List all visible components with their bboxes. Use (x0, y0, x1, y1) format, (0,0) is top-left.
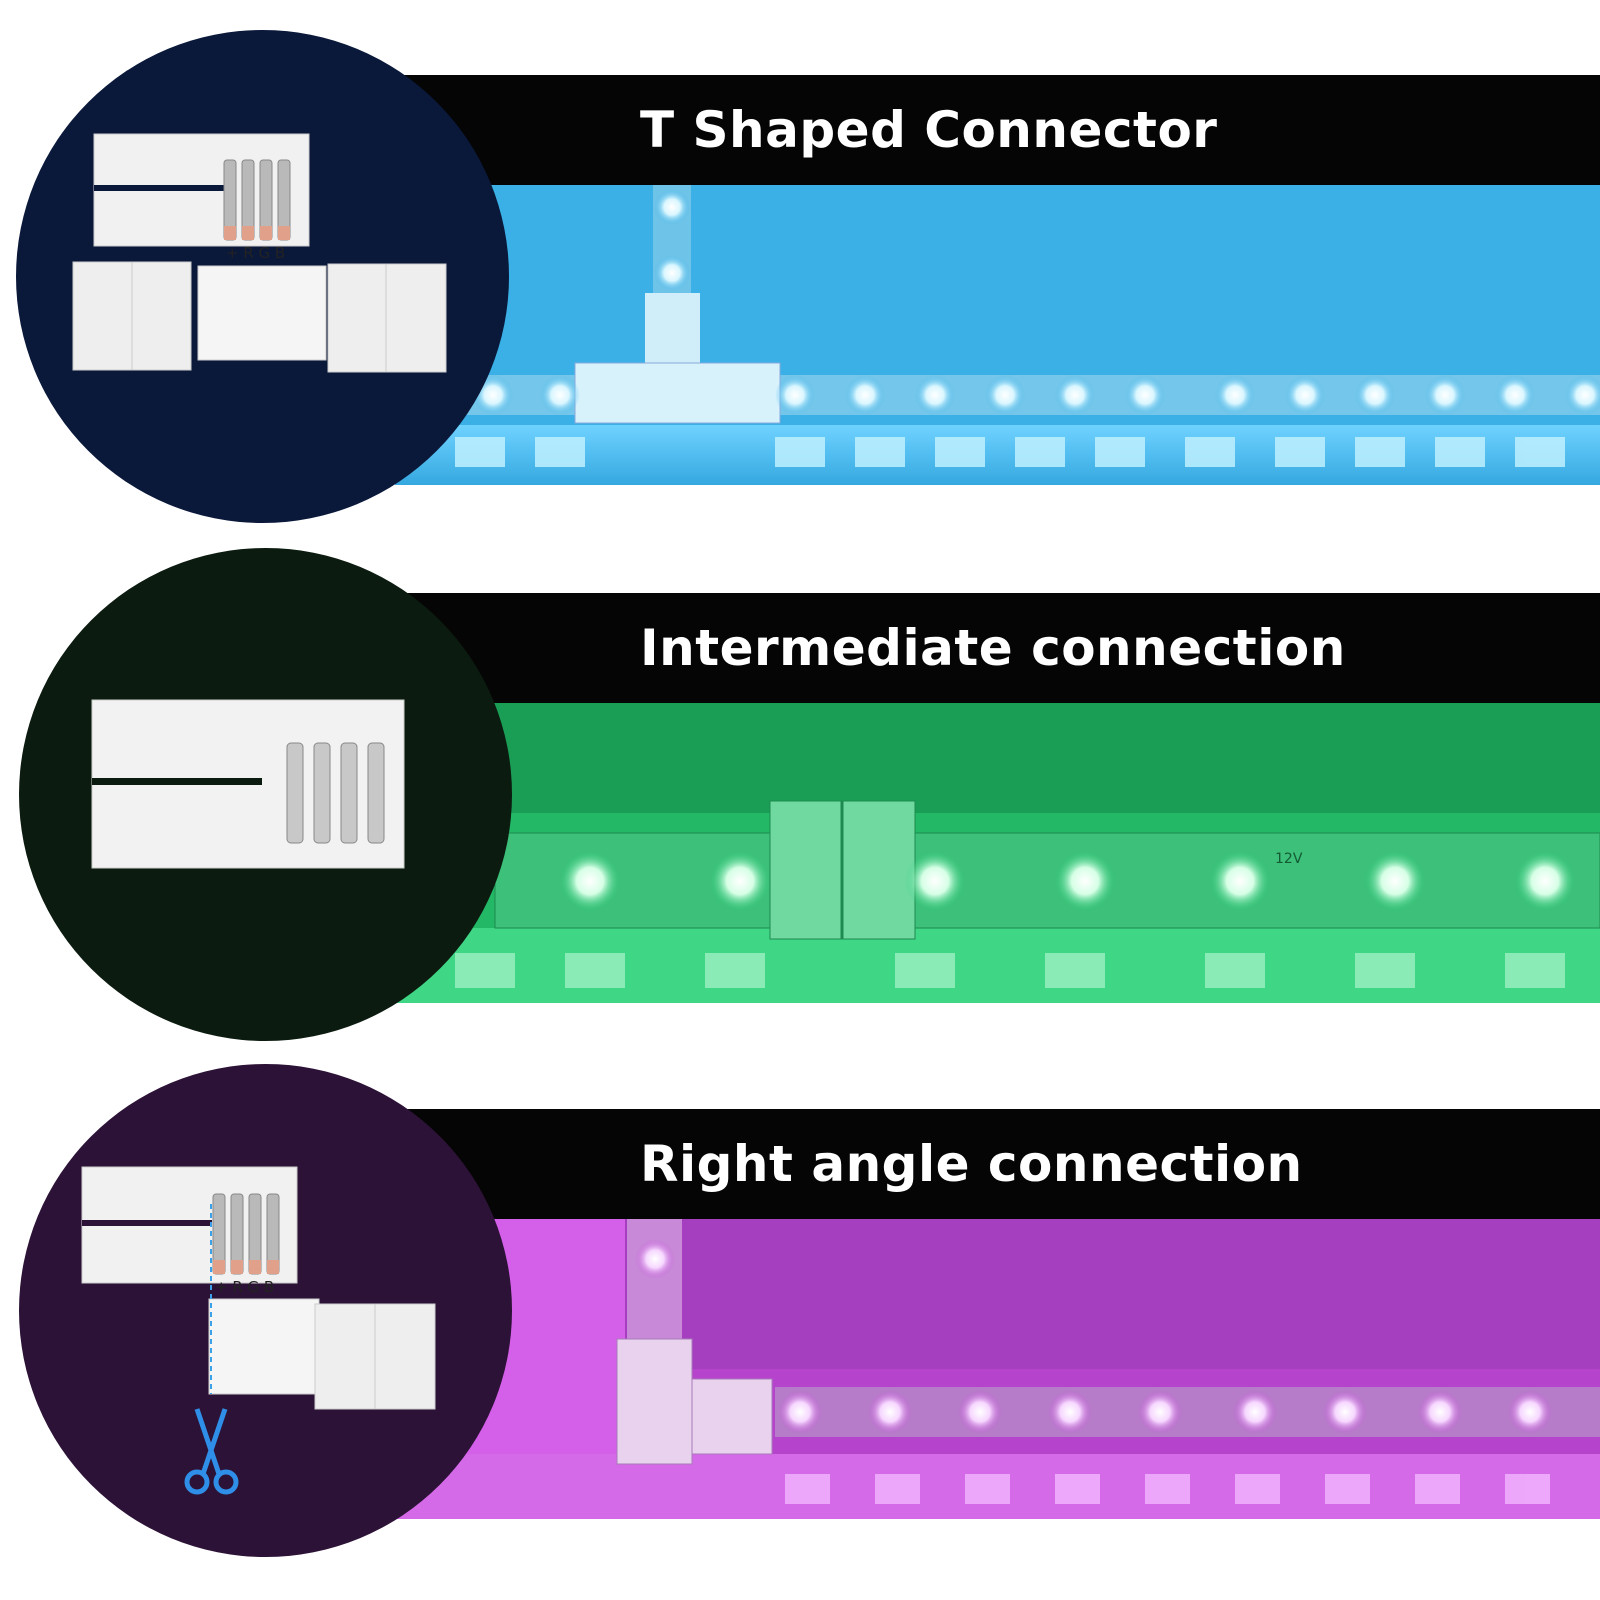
t-connector-image: + R G B (72, 133, 447, 373)
panel-intermediate: Intermediate connection (0, 518, 1600, 1041)
led-strip-photo-green: 12V (395, 703, 1600, 1003)
panel-right-angle: Right angle connection (0, 1034, 1600, 1557)
scissors-icon (184, 1408, 239, 1495)
title-bar: T Shaped Connector (395, 75, 1600, 185)
led-dots (778, 1390, 1552, 1434)
title-bar: Intermediate connection (395, 593, 1600, 703)
led-dots (560, 851, 1575, 911)
panel-t-shaped: T Shaped Connector (0, 0, 1600, 523)
pin-labels: + R G B (215, 1278, 274, 1296)
title-bar: Right angle connection (395, 1109, 1600, 1219)
blue-led-strip-image (395, 185, 1600, 485)
panel-title: Intermediate connection (640, 619, 1346, 677)
pin-labels: + R G B (226, 244, 285, 262)
connector-circle: + R G B (19, 1064, 512, 1557)
purple-led-strip-image (395, 1219, 1600, 1519)
connector-circle: + R G B (16, 30, 509, 523)
panel-title: T Shaped Connector (640, 101, 1218, 159)
led-strip-photo-purple (395, 1219, 1600, 1519)
right-angle-connector-image: + R G B (81, 1166, 436, 1495)
green-led-strip-image: 12V (395, 703, 1600, 1003)
intermediate-connector-image (91, 699, 405, 869)
panel-title: Right angle connection (640, 1135, 1303, 1193)
strip-voltage-label: 12V (1275, 851, 1303, 867)
connector-circle (19, 548, 512, 1041)
led-strip-photo-blue (395, 185, 1600, 485)
